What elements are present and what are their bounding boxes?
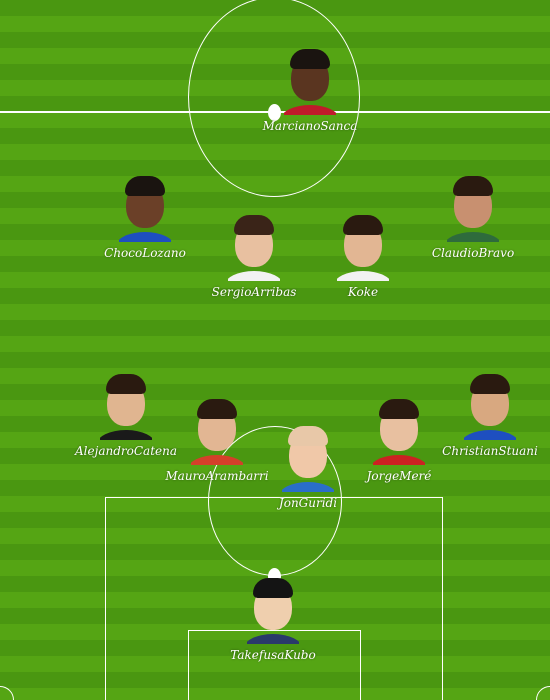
player-choco-lozano[interactable]: ChocoLozano xyxy=(80,176,210,260)
player-photo xyxy=(119,176,171,242)
player-koke[interactable]: Koke xyxy=(298,215,428,299)
corner-arc-left xyxy=(0,686,14,700)
player-photo xyxy=(247,578,299,644)
player-photo xyxy=(373,399,425,465)
player-photo xyxy=(228,215,280,281)
player-marciano-sanca[interactable]: MarcianoSanca xyxy=(245,49,375,133)
player-name: ClaudioBravo xyxy=(431,246,515,260)
player-name: ChristianStuani xyxy=(442,444,538,458)
penalty-box xyxy=(105,497,443,700)
player-name: SergioArribas xyxy=(211,285,297,299)
player-alejandro-catena[interactable]: AlejandroCatena xyxy=(61,374,191,458)
player-jon-guridi[interactable]: JonGuridi xyxy=(243,426,373,510)
player-name: MauroArambarri xyxy=(165,469,269,483)
player-christian-stuani[interactable]: ChristianStuani xyxy=(425,374,550,458)
player-jorge-mere[interactable]: JorgeMeré xyxy=(334,399,464,483)
player-claudio-bravo[interactable]: ClaudioBravo xyxy=(408,176,538,260)
player-name: ChocoLozano xyxy=(104,246,186,260)
player-photo xyxy=(337,215,389,281)
player-name: MarcianoSanca xyxy=(262,119,358,133)
player-name: JorgeMeré xyxy=(366,469,432,483)
player-photo xyxy=(282,426,334,492)
player-name: AlejandroCatena xyxy=(75,444,177,458)
player-takefusa-kubo[interactable]: TakefusaKubo xyxy=(208,578,338,662)
center-spot xyxy=(268,104,281,121)
player-sergio-arribas[interactable]: SergioArribas xyxy=(189,215,319,299)
player-photo xyxy=(284,49,336,115)
player-name: TakefusaKubo xyxy=(230,648,316,662)
player-mauro-arambarri[interactable]: MauroArambarri xyxy=(152,399,282,483)
player-photo xyxy=(100,374,152,440)
player-photo xyxy=(464,374,516,440)
corner-arc-right xyxy=(536,686,550,700)
player-name: JonGuridi xyxy=(278,496,338,510)
player-name: Koke xyxy=(347,285,379,299)
player-photo xyxy=(447,176,499,242)
center-circle xyxy=(188,0,360,197)
player-photo xyxy=(191,399,243,465)
goal-area xyxy=(188,630,361,700)
